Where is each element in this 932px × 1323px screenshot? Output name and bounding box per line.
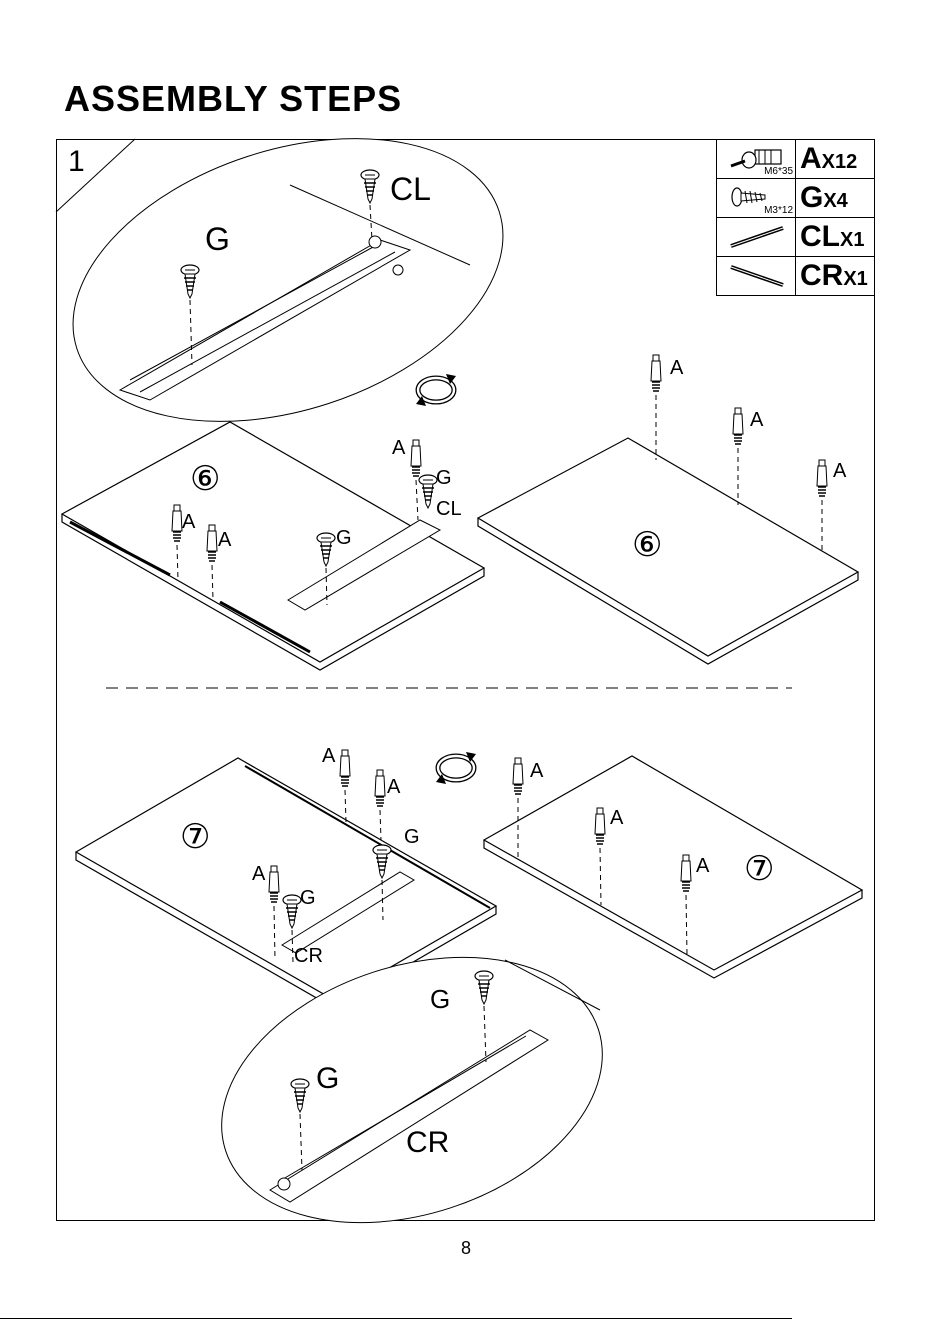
dowel-label: A [696,855,710,877]
screw-label: G [300,887,316,909]
dowel-icon [595,808,605,844]
footer-rule [0,1318,792,1319]
dowel-label: A [670,357,684,379]
dowel-label: A [322,745,336,767]
dowel-label: A [218,529,232,551]
dowel-icon [340,750,350,786]
rail-label: CL [436,498,462,520]
dowel-label: A [833,460,847,482]
dowel-label: A [252,863,266,885]
dowel-icon [269,866,279,902]
screw-icon [419,475,437,508]
dowel-icon [817,460,827,496]
detail-bottom-cr: G G CR [187,912,636,1269]
page-number: 8 [0,1238,932,1259]
rail-label: CR [406,1126,449,1159]
screw-label: G [430,984,450,1014]
rotate-icon [436,752,476,784]
panel-6-left: ⑥ A A A G G CL [62,422,484,670]
dowel-icon [681,855,691,891]
screw-label: G [316,1062,339,1095]
screw-label: G [205,221,230,257]
step-corner-line [56,139,135,212]
dowel-label: A [750,409,764,431]
part-number: ⑦ [744,850,774,888]
rail-label: CL [390,171,431,207]
dowel-icon [513,758,523,794]
panel-6-right: ⑥ A A A [478,355,858,664]
dowel-label: A [182,511,196,533]
dowel-icon [207,525,217,561]
dowel-icon [651,355,661,391]
rail-label: CR [294,945,323,967]
screw-label: G [336,527,352,549]
detail-top-cl: CL G [37,88,540,472]
screw-label: G [404,826,420,848]
panel-7-right: ⑦ A A A [484,756,862,978]
dowel-label: A [387,776,401,798]
rotate-icon [416,374,456,406]
part-number: ⑦ [180,818,210,856]
dowel-label: A [392,437,406,459]
dowel-icon [172,505,182,541]
dowel-icon [411,440,421,476]
dowel-icon [733,408,743,444]
part-number: ⑥ [632,526,662,564]
screw-label: G [436,467,452,489]
dowel-label: A [530,760,544,782]
dowel-label: A [610,807,624,829]
part-number: ⑥ [190,460,220,498]
dowel-icon [375,770,385,806]
